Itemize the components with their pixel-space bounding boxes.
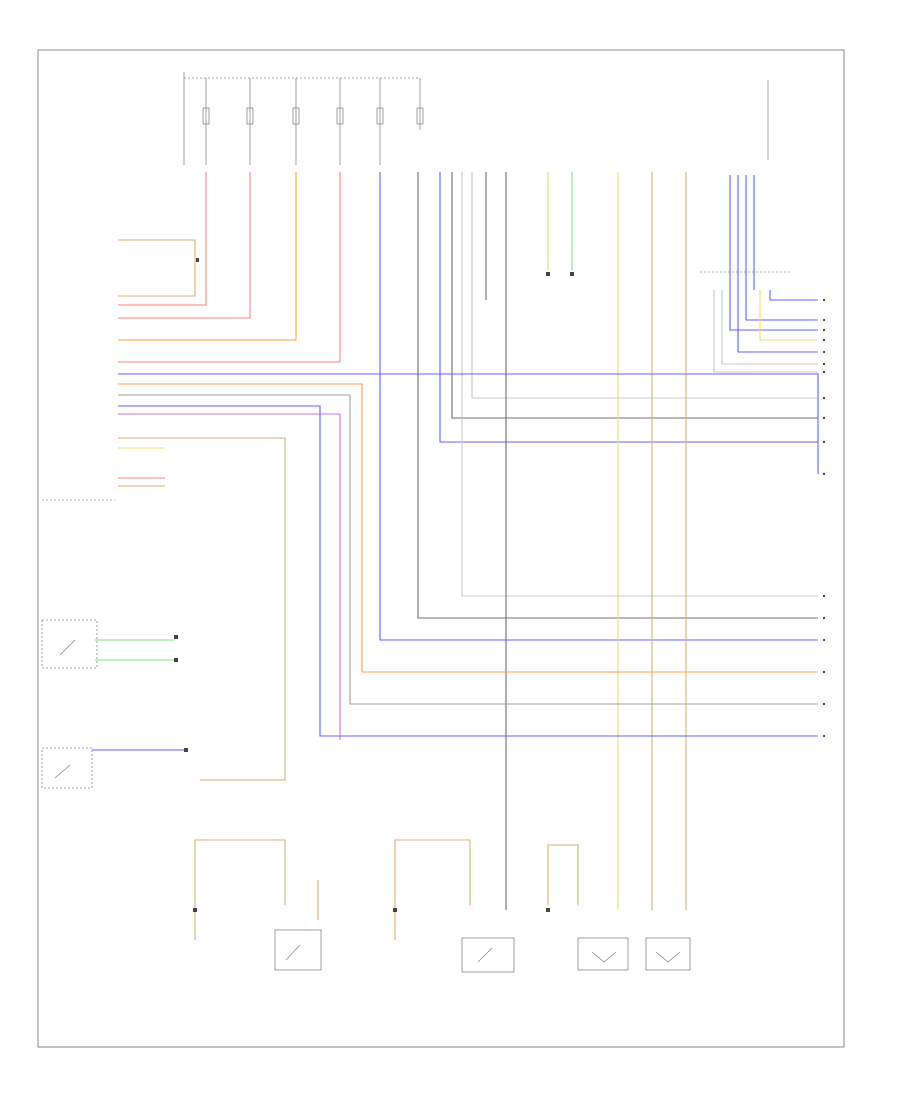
relay-module-right xyxy=(700,80,790,273)
switch-middle-left xyxy=(41,619,175,669)
connector-dots xyxy=(174,258,574,912)
bottom-loops xyxy=(194,839,579,940)
terminal-ticks xyxy=(823,299,825,737)
wires-right-connector xyxy=(713,175,818,373)
diagram-frame xyxy=(37,49,845,1048)
switch-lower-left xyxy=(41,747,185,789)
bottom-components xyxy=(274,929,691,973)
fuse-box xyxy=(183,72,421,165)
wires-vertical xyxy=(118,172,818,910)
fuse-symbols xyxy=(202,107,424,125)
wires-horizontal xyxy=(118,239,819,781)
